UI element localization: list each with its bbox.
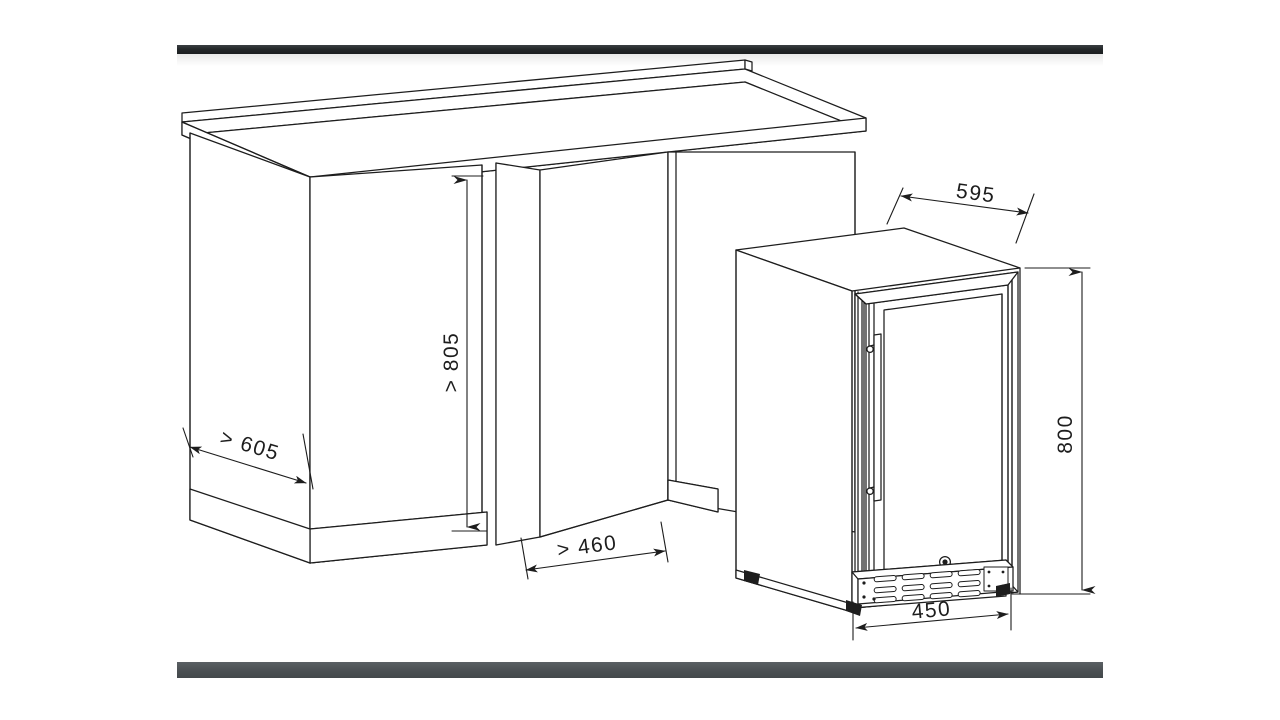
floor-band bbox=[177, 662, 1103, 678]
plinth-left bbox=[189, 488, 488, 564]
label-niche-height: > 805 bbox=[440, 332, 463, 393]
dimension-lines bbox=[182, 175, 1096, 641]
niche-interior bbox=[539, 151, 669, 538]
label-appliance-height: 800 bbox=[1054, 414, 1077, 454]
plinth-right bbox=[539, 479, 719, 538]
appliance bbox=[735, 227, 1021, 616]
label-appliance-depth: 595 bbox=[955, 180, 997, 208]
dimension-niche-depth bbox=[182, 427, 314, 490]
cabinet-left-front bbox=[309, 164, 483, 564]
door-glass-panel bbox=[883, 293, 1003, 591]
label-appliance-width: 450 bbox=[911, 597, 952, 623]
appliance-feet bbox=[744, 570, 1010, 616]
dimension-appliance-depth bbox=[886, 187, 1035, 244]
dimension-niche-width bbox=[520, 521, 669, 580]
door-right-stile bbox=[1001, 279, 1013, 587]
dimension-niche-height bbox=[451, 175, 488, 532]
label-niche-width: > 460 bbox=[556, 531, 619, 562]
niche-left-jamb bbox=[495, 162, 541, 546]
appliance-carcass bbox=[735, 227, 1021, 613]
ceiling-band bbox=[177, 45, 1103, 66]
dimension-appliance-height bbox=[1011, 267, 1096, 595]
dimension-appliance-width bbox=[852, 587, 1012, 641]
door-handle bbox=[866, 333, 882, 502]
